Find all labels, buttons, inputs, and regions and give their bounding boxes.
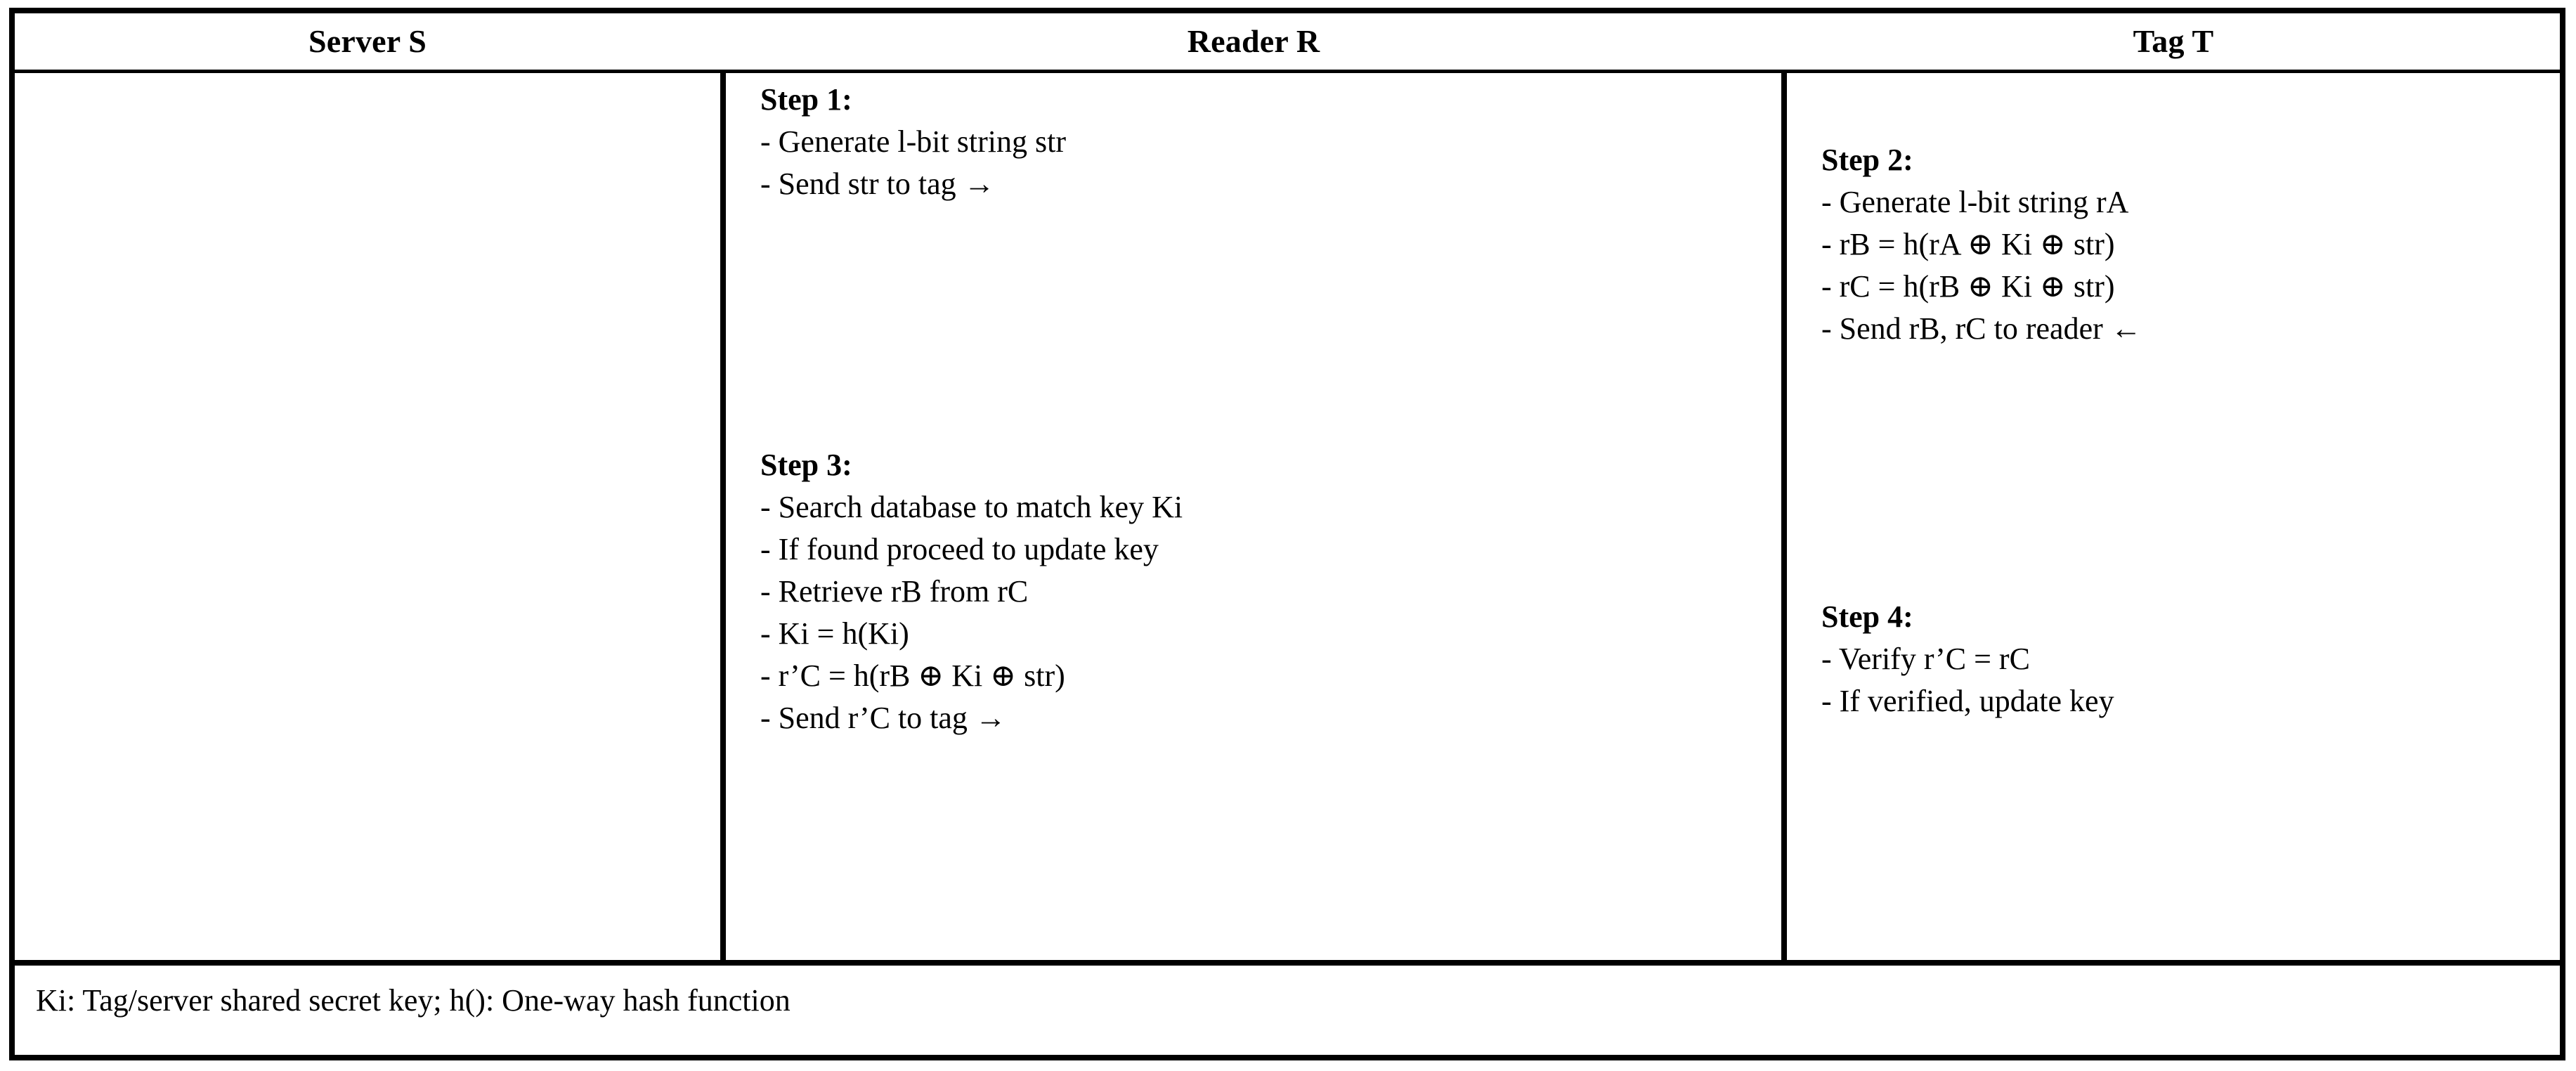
step-1-line-2: - Send str to tag → bbox=[760, 167, 995, 201]
table-header-row: Server S Reader R Tag T bbox=[15, 13, 2560, 73]
column-header-reader: Reader R bbox=[1187, 23, 1320, 59]
step-4-line-1: - Verify r’C = rC bbox=[1821, 642, 2030, 676]
protocol-table: Server S Reader R Tag T Step 1: - Genera… bbox=[9, 8, 2565, 1060]
step-2-title: Step 2: bbox=[1821, 143, 1913, 177]
step-3-line-3: - Retrieve rB from rC bbox=[760, 574, 1029, 609]
column-header-tag: Tag T bbox=[2133, 23, 2214, 59]
column-divider-server-reader bbox=[720, 73, 726, 960]
cell-reader: Step 1: - Generate l-bit string str - Se… bbox=[726, 73, 1781, 960]
cell-server bbox=[15, 73, 720, 960]
step-3-line-5: - r’C = h(rB ⊕ Ki ⊕ str) bbox=[760, 658, 1065, 693]
step-2-line-2: - rB = h(rA ⊕ Ki ⊕ str) bbox=[1821, 227, 2115, 261]
step-4-title: Step 4: bbox=[1821, 599, 1913, 634]
step-1-title: Step 1: bbox=[760, 82, 852, 117]
step-3-line-4: - Ki = h(Ki) bbox=[760, 616, 909, 651]
step-2-line-3: - rC = h(rB ⊕ Ki ⊕ str) bbox=[1821, 269, 2115, 304]
table-footer-row: Ki: Tag/server shared secret key; h(): O… bbox=[15, 960, 2560, 1055]
step-3-line-1: - Search database to match key Ki bbox=[760, 490, 1183, 524]
step-block-4: Step 4: - Verify r’C = rC - If verified,… bbox=[1821, 596, 2114, 722]
step-3-line-2: - If found proceed to update key bbox=[760, 532, 1159, 566]
column-divider-reader-tag bbox=[1781, 73, 1787, 960]
step-2-line-1: - Generate l-bit string rA bbox=[1821, 185, 2129, 219]
step-block-3: Step 3: - Search database to match key K… bbox=[760, 444, 1183, 739]
step-1-line-1: - Generate l-bit string str bbox=[760, 124, 1066, 159]
step-3-title: Step 3: bbox=[760, 448, 852, 482]
column-header-server: Server S bbox=[308, 23, 427, 59]
step-2-line-4: - Send rB, rC to reader ← bbox=[1821, 311, 2142, 346]
step-4-line-2: - If verified, update key bbox=[1821, 684, 2114, 718]
step-block-1: Step 1: - Generate l-bit string str - Se… bbox=[760, 79, 1066, 205]
table-body-row: Step 1: - Generate l-bit string str - Se… bbox=[15, 73, 2560, 960]
step-3-line-6: - Send r’C to tag → bbox=[760, 701, 1006, 735]
step-block-2: Step 2: - Generate l-bit string rA - rB … bbox=[1821, 139, 2142, 350]
cell-tag: Step 2: - Generate l-bit string rA - rB … bbox=[1787, 73, 2560, 960]
legend-note: Ki: Tag/server shared secret key; h(): O… bbox=[36, 983, 791, 1018]
